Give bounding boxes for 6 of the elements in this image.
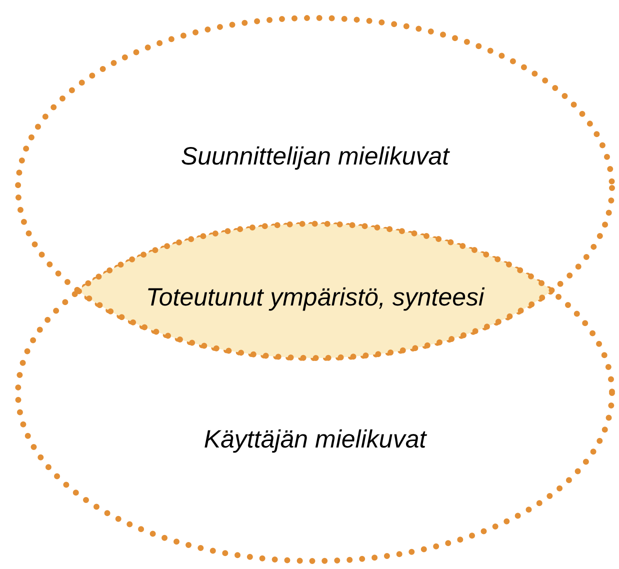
overlap-lens [75,222,555,361]
dotted-ellipse [15,222,615,564]
ellipse-label: Suunnittelijan mielikuvat [180,142,450,172]
dotted-ellipse [15,15,615,361]
ellipse-label: Käyttäjän mielikuvat [204,426,426,454]
overlap-label: Toteutunut ympäristö, synteesi [146,284,484,312]
